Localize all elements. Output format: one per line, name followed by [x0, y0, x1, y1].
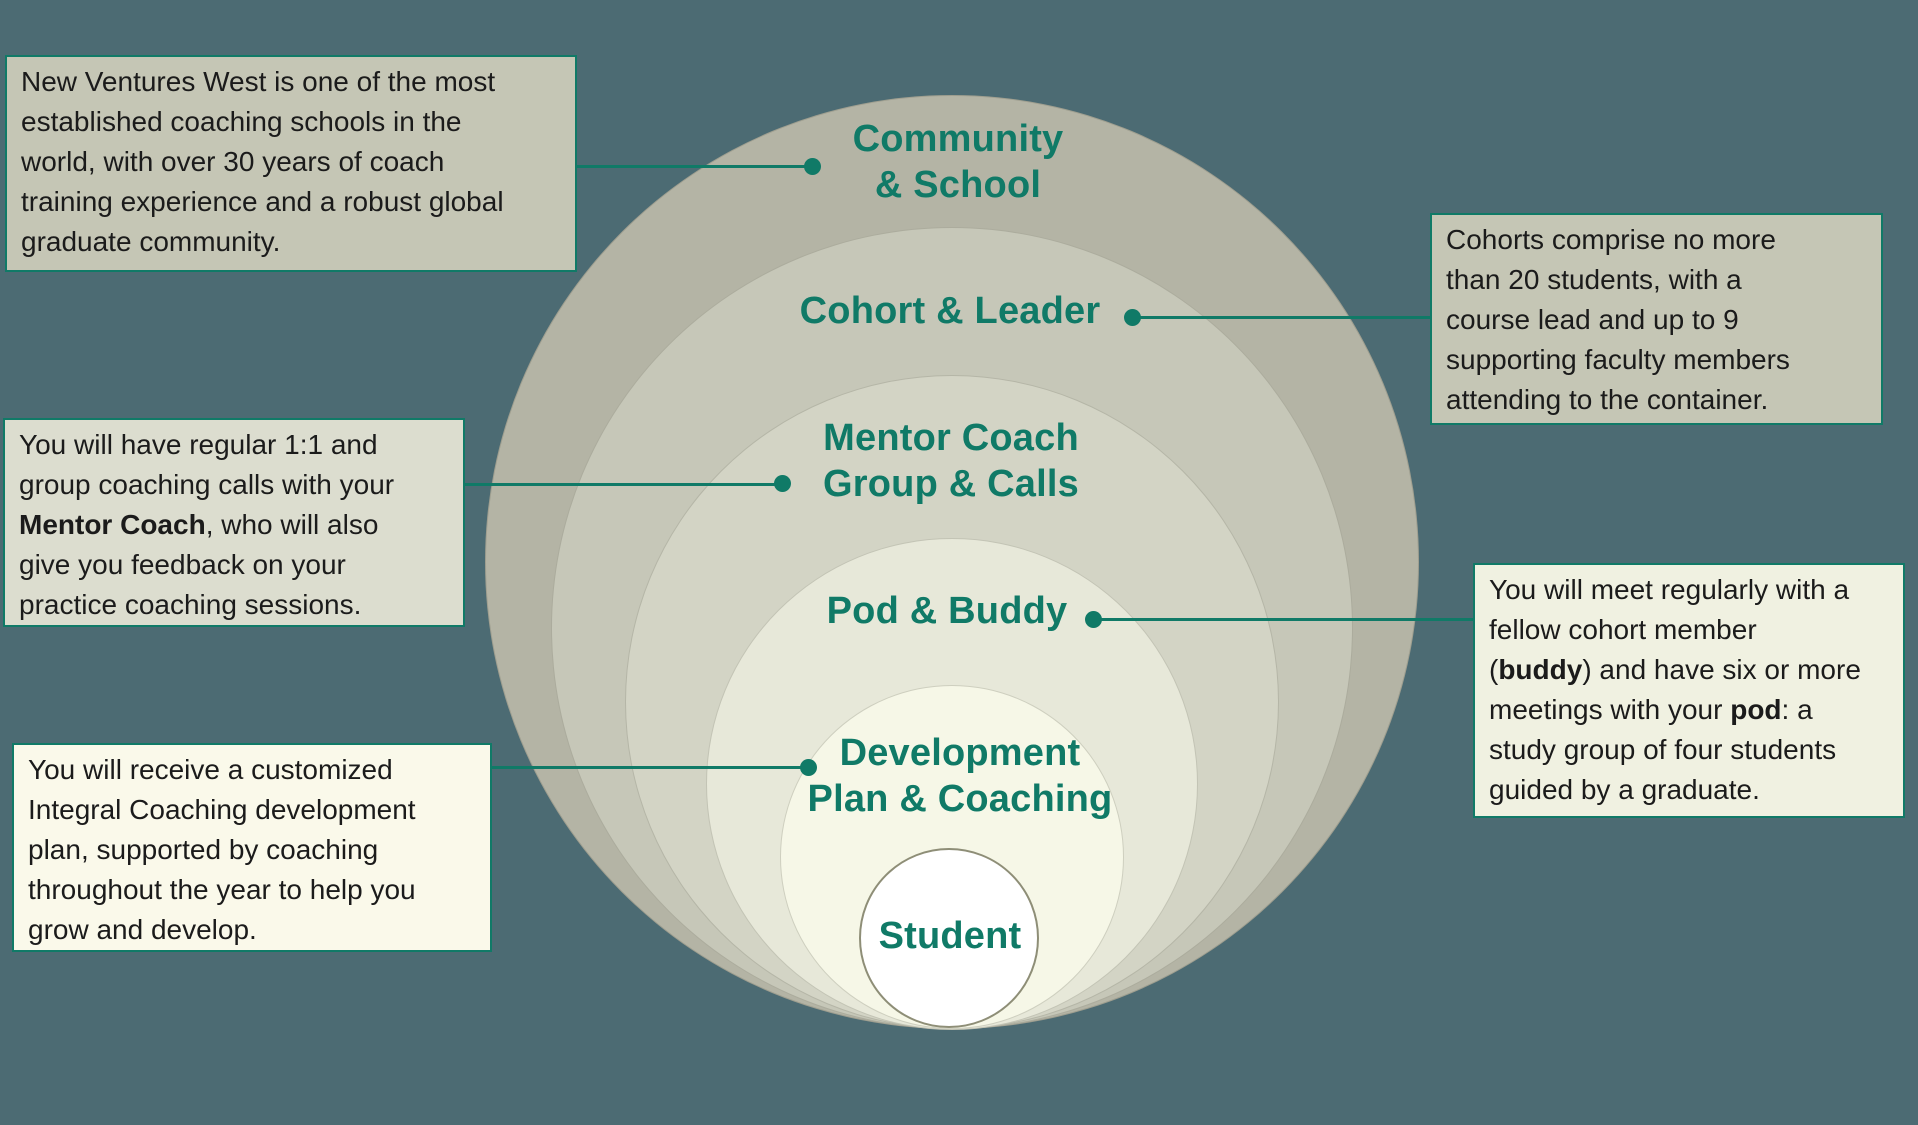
- callout-development-plan: You will receive a customized Integral C…: [12, 743, 492, 952]
- connector-line-community: [577, 165, 812, 168]
- connector-dot-development: [800, 759, 817, 776]
- connector-dot-cohort: [1124, 309, 1141, 326]
- ring-label-line: Cohort & Leader: [799, 290, 1101, 332]
- ring-label-community-school: Community & School: [853, 116, 1064, 208]
- callout-mentor-coach: You will have regular 1:1 and group coac…: [3, 418, 465, 627]
- connector-line-pod: [1093, 618, 1473, 621]
- ring-label-cohort-leader: Cohort & Leader: [800, 288, 1101, 334]
- ring-label-line: Group & Calls: [823, 463, 1079, 505]
- connector-dot-mentor: [774, 475, 791, 492]
- callout-pod-buddy: You will meet regularly with a fellow co…: [1473, 563, 1905, 818]
- ring-label-development-plan: Development Plan & Coaching: [808, 730, 1113, 822]
- ring-student: [859, 848, 1039, 1028]
- ring-label-line: & School: [874, 164, 1042, 206]
- ring-label-mentor-coach-group: Mentor Coach Group & Calls: [823, 415, 1079, 507]
- ring-label-line: Plan & Coaching: [807, 778, 1113, 820]
- ring-label-line: Pod & Buddy: [826, 590, 1068, 632]
- ring-label-student: Student: [879, 913, 1022, 959]
- ring-label-line: Development: [839, 732, 1081, 774]
- connector-line-development: [492, 766, 808, 769]
- ring-label-line: Community: [852, 118, 1064, 160]
- ring-label-pod-buddy: Pod & Buddy: [827, 588, 1068, 634]
- connector-line-cohort: [1132, 316, 1430, 319]
- callout-new-ventures-west: New Ventures West is one of the most est…: [5, 55, 577, 272]
- connector-line-mentor: [465, 483, 782, 486]
- callout-cohorts: Cohorts comprise no more than 20 student…: [1430, 213, 1883, 425]
- connector-dot-community: [804, 158, 821, 175]
- connector-dot-pod: [1085, 611, 1102, 628]
- ring-label-line: Mentor Coach: [823, 417, 1079, 459]
- ring-label-line: Student: [878, 915, 1022, 957]
